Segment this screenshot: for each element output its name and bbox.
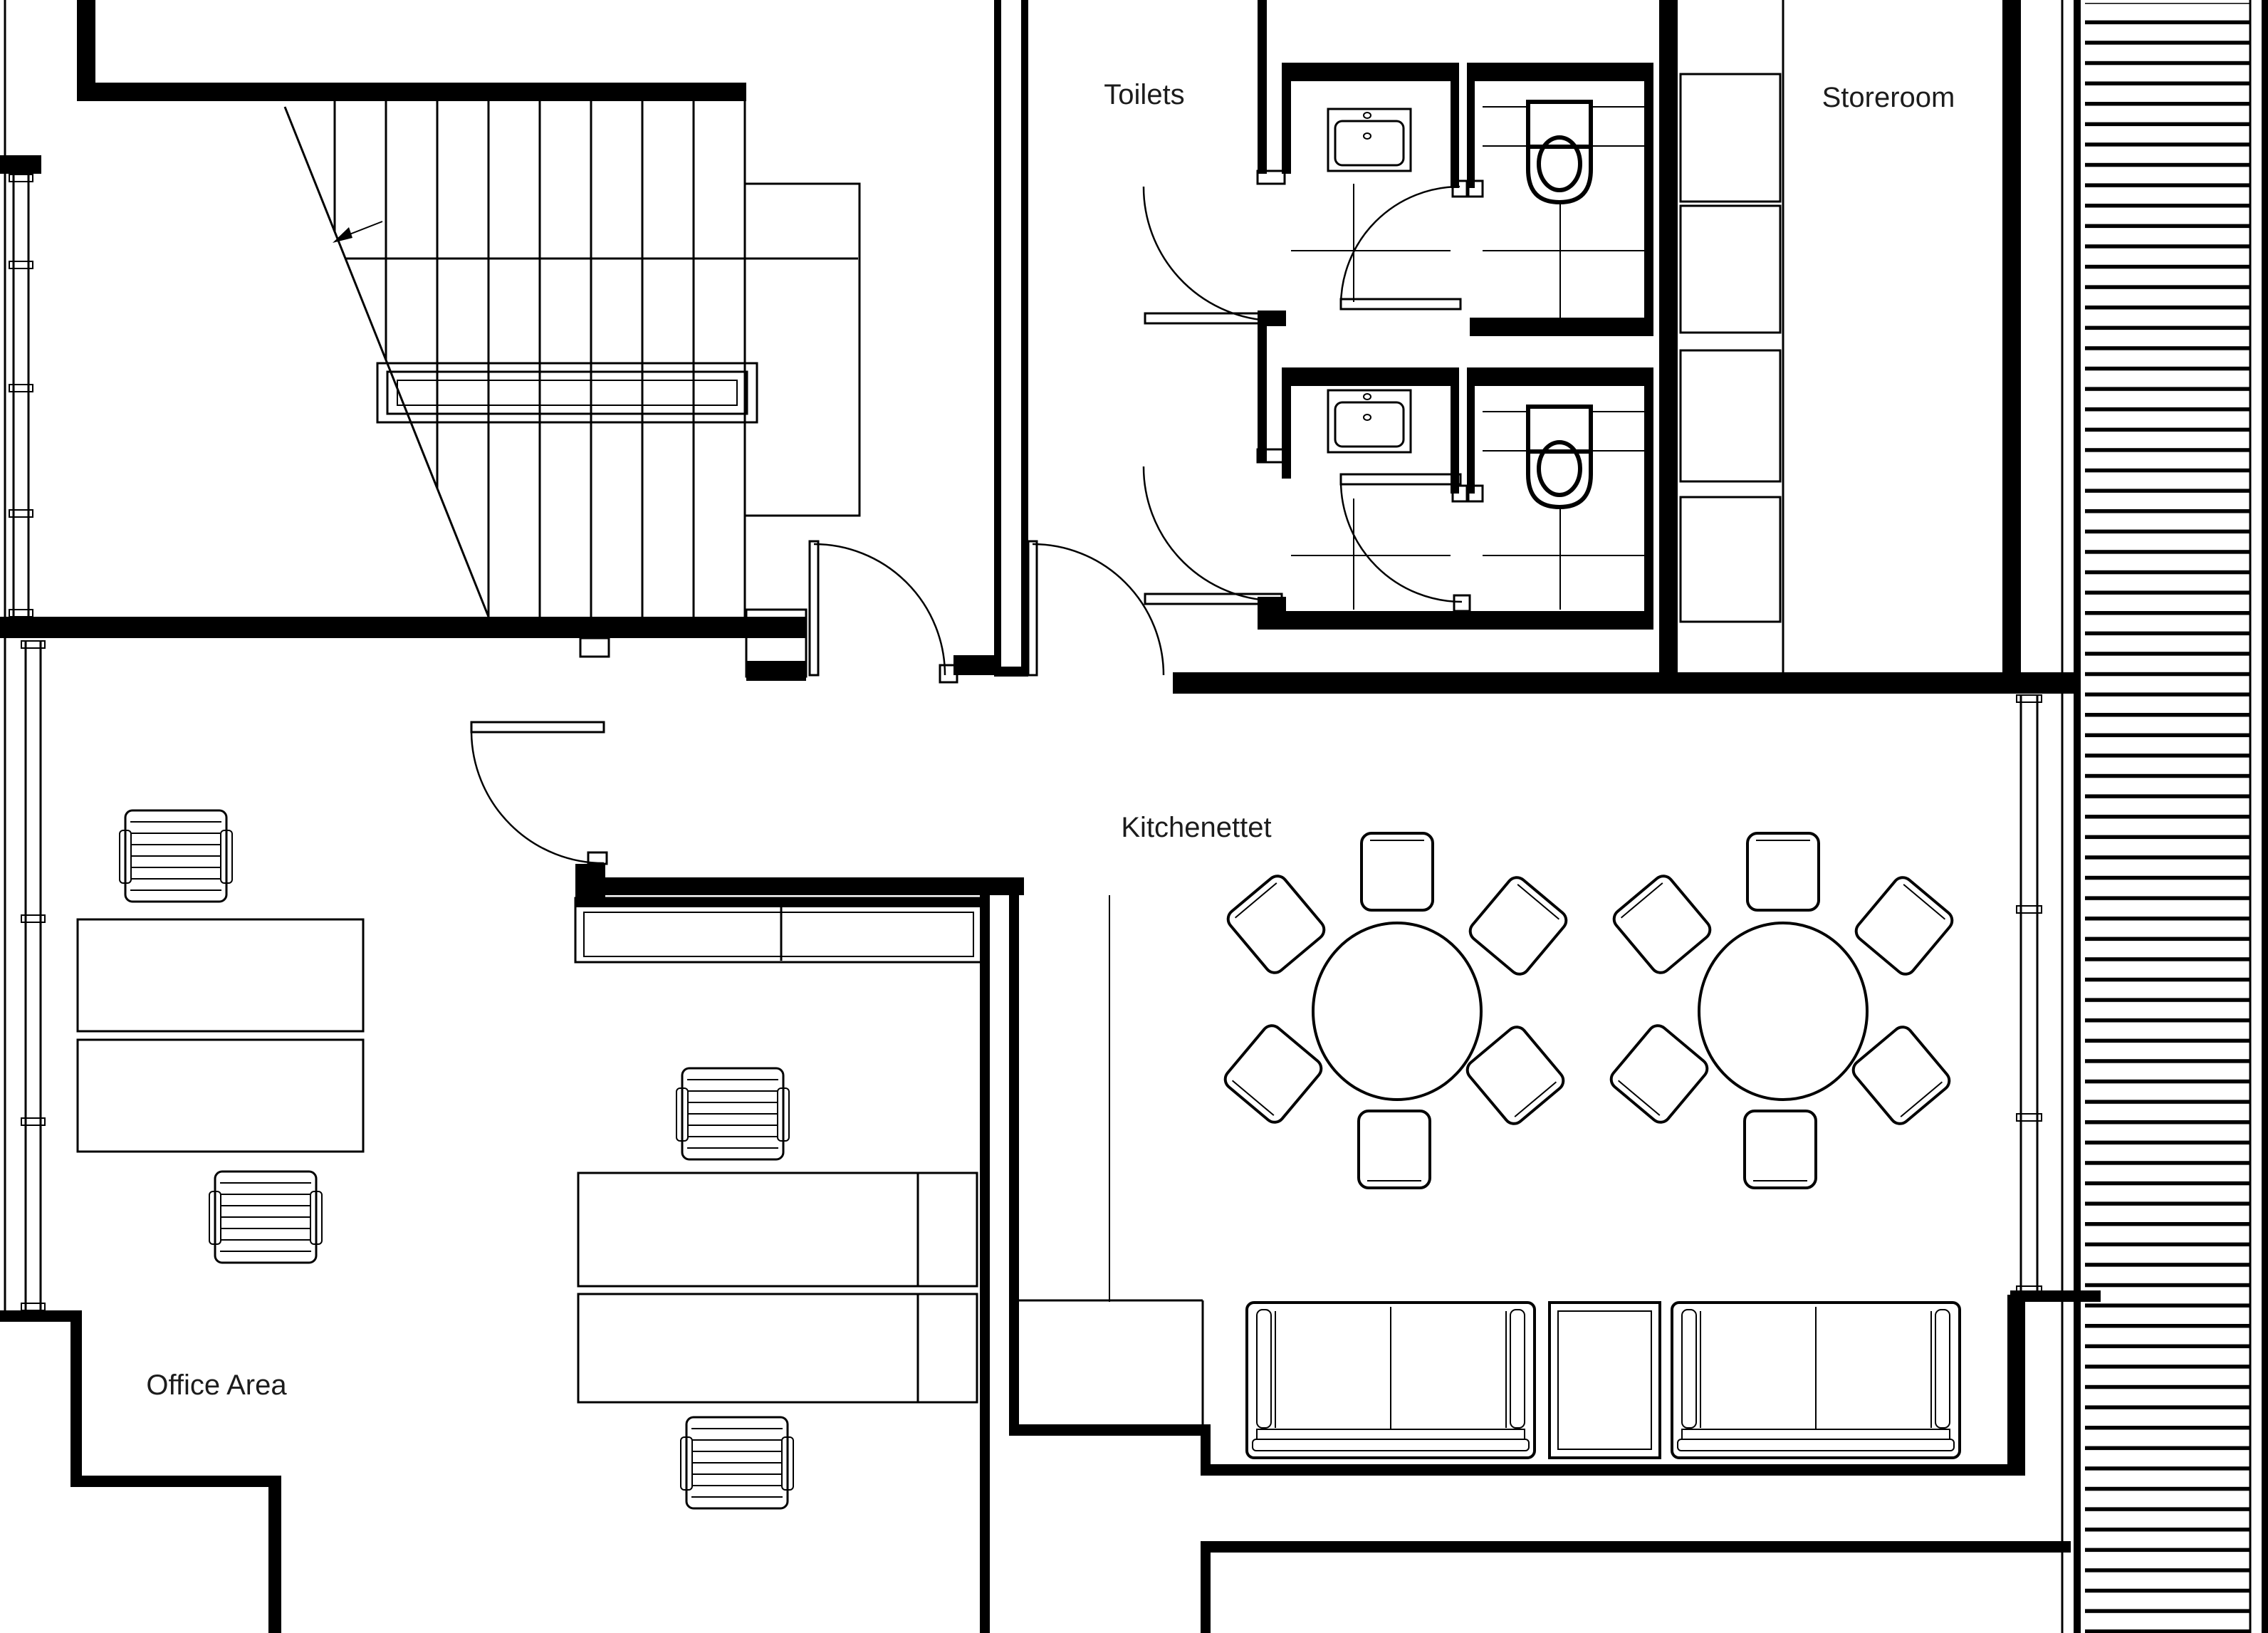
toilet-cubicles-top	[1142, 63, 1653, 336]
kitchen-closet	[1009, 1299, 1211, 1476]
floor-tiles	[1291, 106, 1644, 318]
door-wc-top	[1339, 185, 1462, 311]
door-leaf	[1027, 540, 1038, 677]
wall	[77, 83, 746, 101]
office-walls	[0, 1310, 281, 1633]
door-leaf	[1144, 593, 1283, 605]
toilet-fixture	[1528, 407, 1591, 507]
task-chair	[679, 1416, 795, 1510]
dining-chair	[1464, 872, 1572, 980]
dining-chair	[1360, 832, 1434, 912]
door-swing	[813, 543, 946, 676]
shelf-bay	[1679, 204, 1782, 334]
bottom-wall	[1201, 1541, 2071, 1633]
deck-boards	[2085, 3, 2250, 1633]
door-wc-bottom	[1339, 473, 1463, 603]
sofa-right	[1671, 1301, 1961, 1459]
sofa-side-table	[1548, 1301, 1661, 1459]
storeroom-label: Storeroom	[1822, 82, 1955, 113]
task-chair	[675, 1067, 790, 1161]
stair-treads	[333, 101, 746, 617]
corridor-wall	[939, 0, 1028, 684]
sofa-lounge	[1201, 1290, 2101, 1476]
wall	[0, 617, 806, 638]
desk	[76, 1038, 365, 1153]
wall	[2007, 1295, 2025, 1476]
door-swing	[1339, 480, 1463, 603]
wall-end	[746, 661, 806, 681]
window-right	[2016, 694, 2042, 1295]
dining-chair	[1743, 1110, 1817, 1189]
round-table	[1312, 922, 1483, 1101]
deck-strip	[2061, 0, 2268, 1633]
dining-chair	[1357, 1110, 1431, 1189]
door-leaf	[1144, 312, 1283, 325]
shelf-bay	[1679, 349, 1782, 483]
door-toilet-entry-bottom	[1142, 466, 1283, 605]
desk	[577, 1172, 978, 1288]
dining-chair	[1847, 1021, 1955, 1129]
wall	[1173, 672, 2077, 694]
stair-landing	[743, 182, 861, 517]
office-area-label: Office Area	[146, 1369, 287, 1401]
window-lower-left	[4, 638, 46, 1311]
kitchenette-label: Kitchenettet	[1121, 812, 1271, 843]
wall	[1201, 1464, 2021, 1476]
dining-chair	[1219, 1020, 1327, 1128]
round-table	[1698, 922, 1869, 1101]
task-chair	[118, 809, 234, 903]
door-swing	[470, 731, 605, 865]
toilet-fixture	[1528, 102, 1591, 202]
office-desk-group-left	[76, 809, 365, 1264]
stair-handrail	[376, 362, 758, 424]
wash-basin	[1327, 389, 1412, 454]
door-leaf	[1339, 473, 1462, 486]
kitchen-counter	[574, 897, 983, 964]
office-desk-group-middle	[577, 1067, 978, 1510]
dining-chair	[1461, 1021, 1569, 1129]
door-toilet-entry-top	[1142, 186, 1283, 325]
door-swing	[1142, 186, 1268, 322]
door-leaf	[470, 721, 605, 734]
door-hall-left	[808, 540, 946, 677]
shelf-bay	[1679, 73, 1782, 203]
task-chair	[208, 1170, 323, 1264]
wall	[2002, 0, 2021, 694]
storeroom: Storeroom	[1659, 0, 2021, 694]
door-leaf	[1339, 298, 1462, 311]
desk	[76, 918, 365, 1033]
door-leaf	[808, 540, 820, 677]
toilets-label: Toilets	[1104, 79, 1184, 110]
wall	[1659, 0, 1678, 694]
stair-direction-arrow	[333, 221, 383, 243]
window-upper-left	[0, 0, 41, 617]
dining-chair	[1222, 870, 1330, 979]
kitchenette-walls	[575, 851, 1110, 1633]
door-swing	[1339, 185, 1460, 306]
shelf-bay	[1679, 496, 1782, 623]
toilet-cubicles-bottom	[1142, 367, 1653, 630]
desk	[577, 1293, 978, 1404]
door-swing	[1142, 466, 1268, 602]
dining-chair	[1605, 1020, 1713, 1128]
dining-chair	[1608, 870, 1716, 979]
dining-chair	[1746, 832, 1820, 912]
stairwell	[0, 0, 861, 681]
sofa-left	[1245, 1301, 1536, 1459]
floor-tiles	[1291, 411, 1644, 610]
door-jamb	[579, 637, 610, 658]
door-swing	[1032, 543, 1165, 676]
stair-break-line	[283, 106, 490, 617]
door-jamb	[939, 664, 958, 684]
dining-table-1	[1219, 832, 1572, 1189]
dining-table-2	[1605, 832, 1958, 1189]
door-office	[470, 721, 605, 865]
dining-chair	[1850, 872, 1958, 980]
wash-basin	[1327, 108, 1412, 172]
door-hall-right	[1027, 540, 1165, 677]
